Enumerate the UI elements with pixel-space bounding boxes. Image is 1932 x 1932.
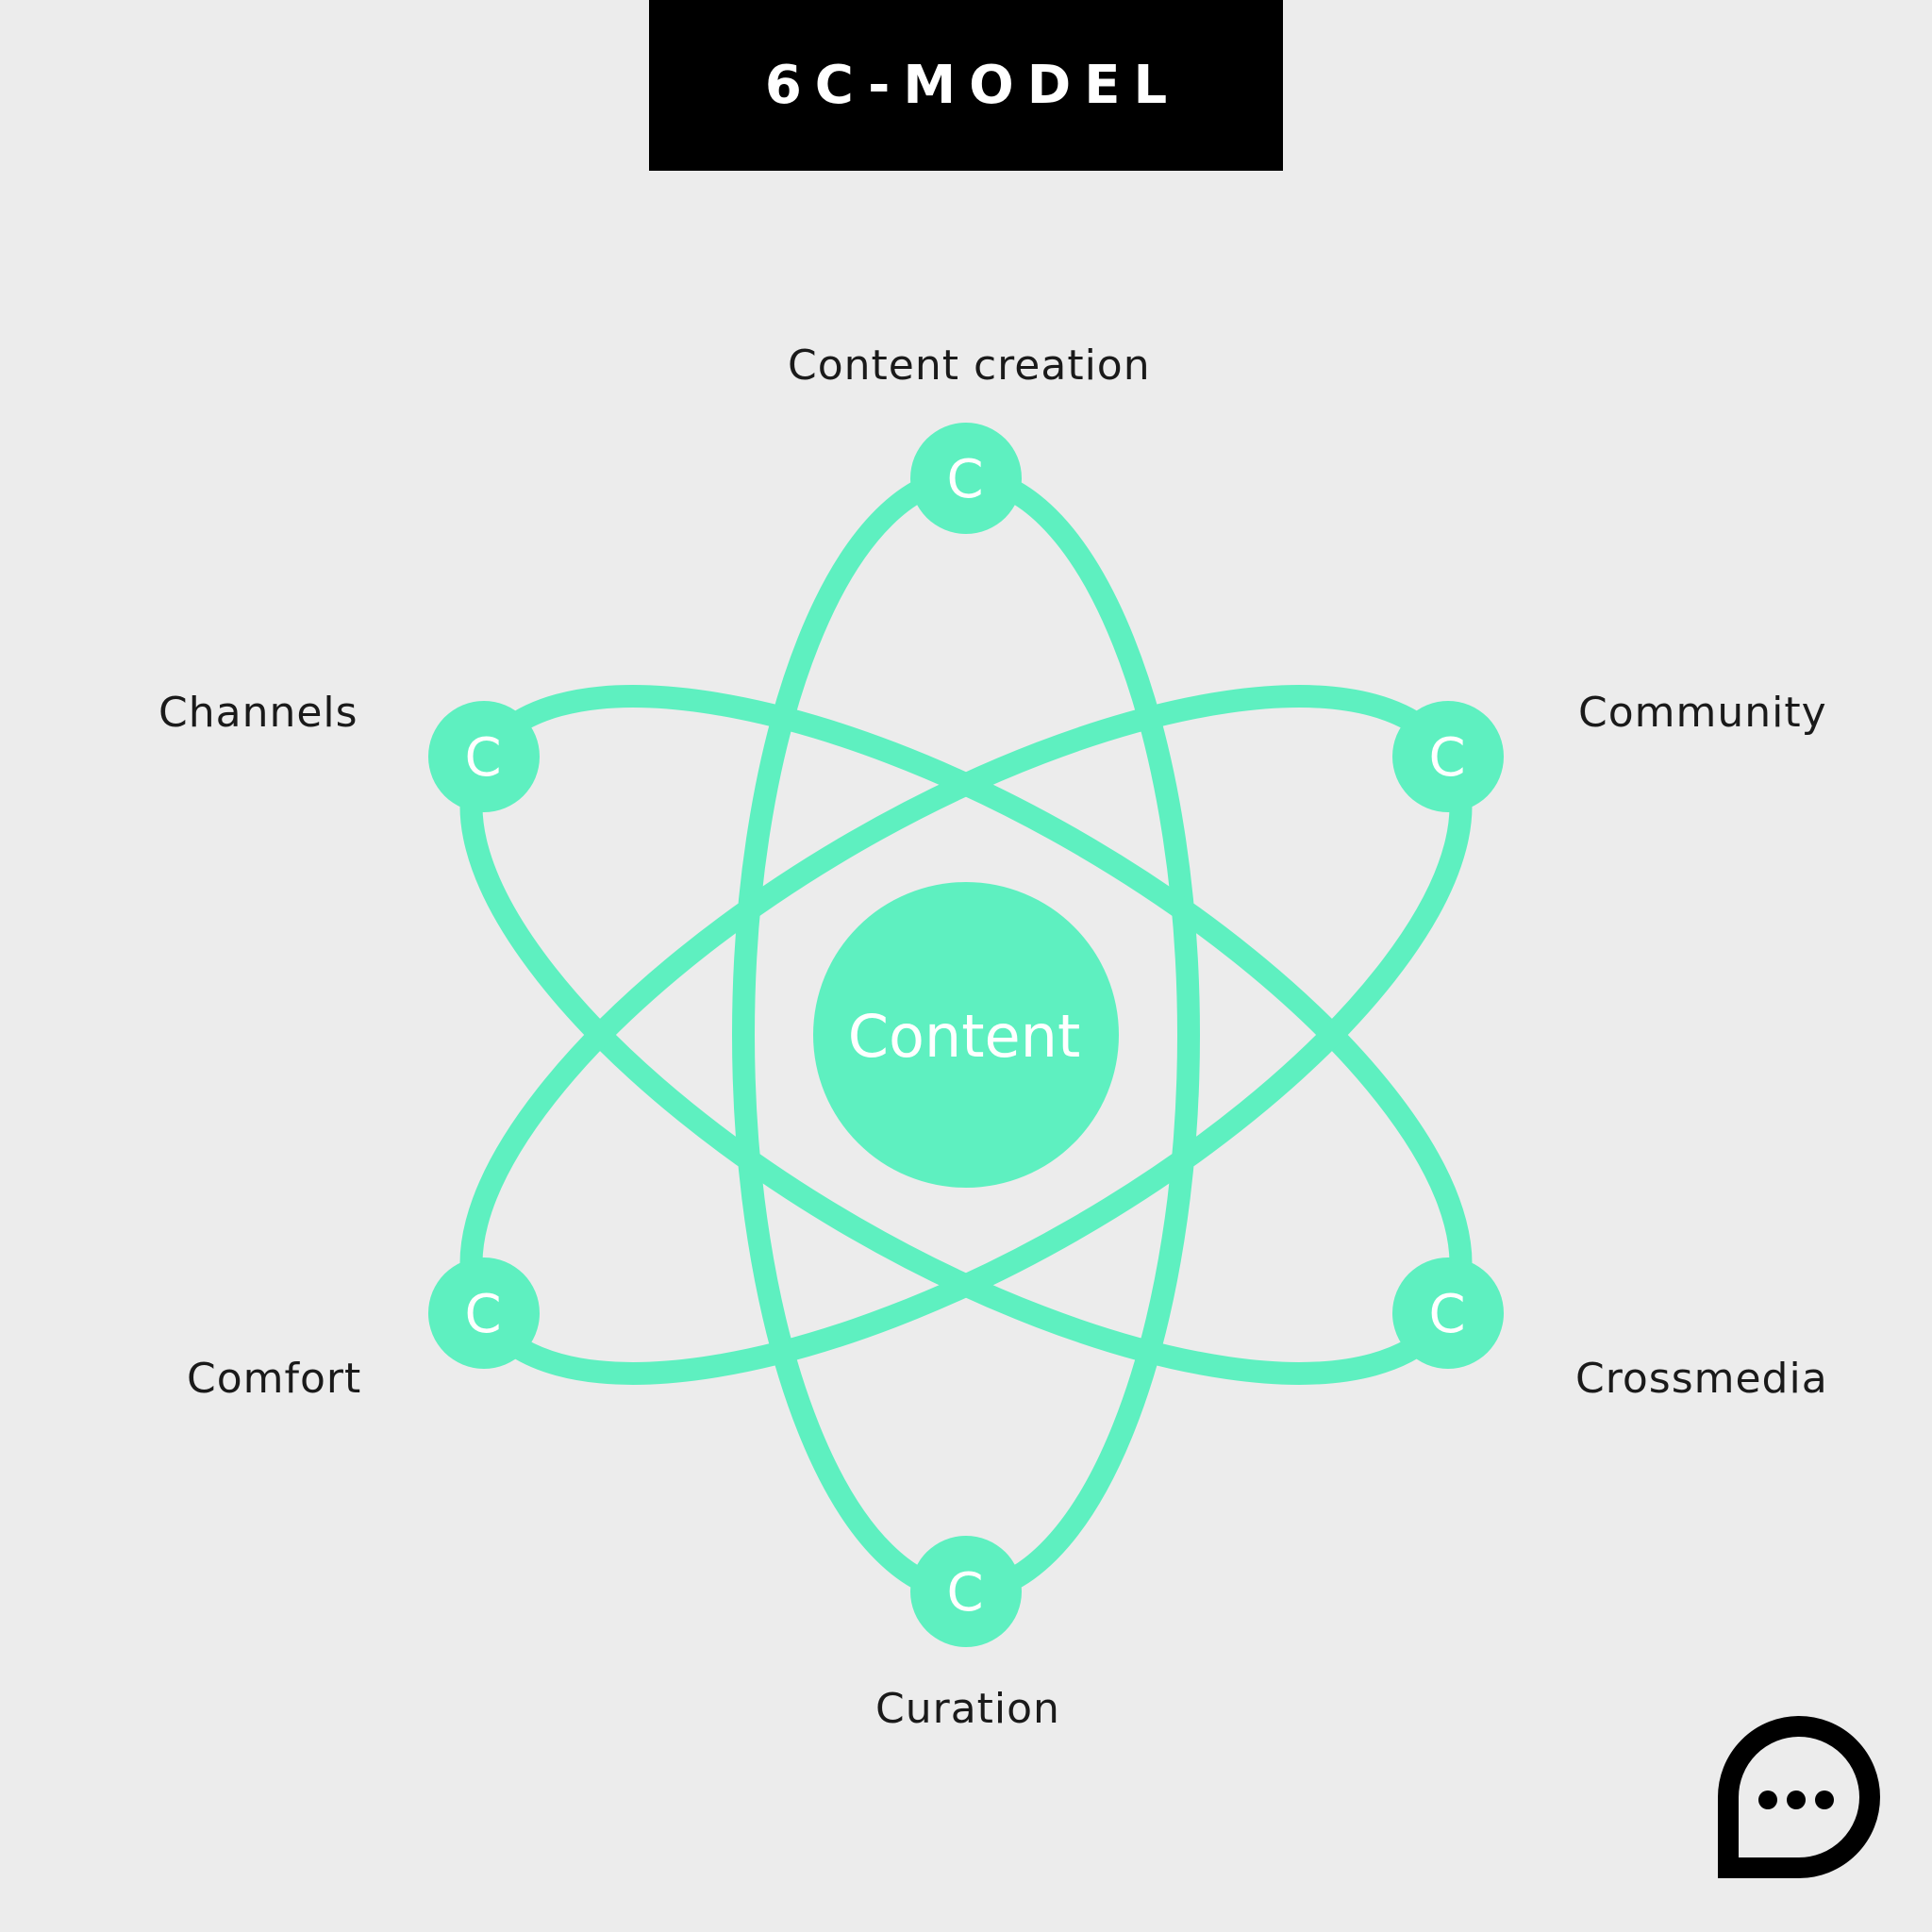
node-top: C xyxy=(910,423,1022,534)
node-letter-top-right: C xyxy=(1428,727,1465,789)
center-label: Content xyxy=(848,1002,1081,1071)
node-top-left: C xyxy=(428,701,540,812)
title-banner: 6C-MODEL xyxy=(649,0,1283,171)
node-letter-bottom-right: C xyxy=(1428,1284,1465,1345)
page-title: 6C-MODEL xyxy=(764,55,1181,116)
node-letter-top: C xyxy=(946,449,983,510)
label-curation: Curation xyxy=(875,1685,1060,1733)
chat-bubble-icon xyxy=(1718,1716,1880,1878)
label-content-creation: Content creation xyxy=(788,341,1151,390)
label-comfort: Comfort xyxy=(187,1355,362,1403)
node-top-right: C xyxy=(1392,701,1504,812)
node-letter-bottom-left: C xyxy=(464,1284,501,1345)
label-community: Community xyxy=(1578,689,1827,737)
node-letter-bottom: C xyxy=(946,1562,983,1624)
node-bottom-left: C xyxy=(428,1257,540,1369)
node-bottom-right: C xyxy=(1392,1257,1504,1369)
center-node: Content xyxy=(813,882,1119,1188)
label-crossmedia: Crossmedia xyxy=(1575,1355,1828,1403)
node-letter-top-left: C xyxy=(464,727,501,789)
label-channels: Channels xyxy=(158,689,358,737)
node-bottom: C xyxy=(910,1536,1022,1647)
